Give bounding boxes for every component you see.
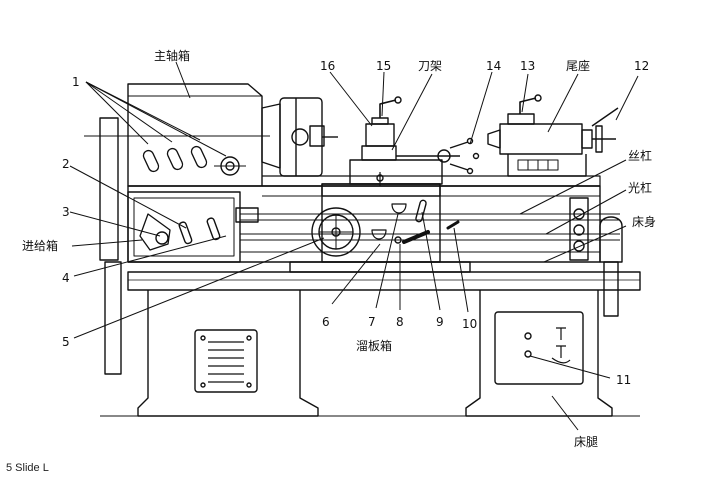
callout-11: 11	[616, 373, 631, 387]
apron	[311, 183, 460, 263]
feed-box	[127, 191, 259, 263]
callout-14: 14	[486, 59, 501, 73]
headstock	[127, 83, 263, 187]
label-apron: 溜板箱	[356, 338, 392, 353]
text-labels: 主轴箱 刀架 尾座 丝杠 光杠 床身 进给箱 溜板箱 床腿 1 2 3 4 5 …	[22, 48, 656, 449]
callout-6: 6	[322, 315, 330, 329]
callout-4: 4	[62, 271, 70, 285]
label-bed: 床身	[632, 214, 656, 229]
callout-3: 3	[62, 205, 70, 219]
callout-1: 1	[72, 75, 80, 89]
tailstock	[487, 94, 619, 177]
label-bed-leg: 床腿	[574, 435, 598, 449]
label-tool-post: 刀架	[418, 59, 442, 73]
callout-10: 10	[462, 317, 477, 331]
callout-16: 16	[320, 59, 335, 73]
footer-caption: 5 Slide L	[6, 462, 49, 474]
end-bracket	[569, 197, 623, 317]
leader-lines	[69, 61, 639, 431]
label-lead-screw: 丝杠	[628, 148, 652, 163]
callout-13: 13	[520, 59, 535, 73]
left-column	[84, 117, 270, 375]
callout-7: 7	[368, 315, 376, 329]
left-leg	[137, 290, 319, 417]
callout-2: 2	[62, 157, 70, 171]
right-leg	[465, 290, 613, 417]
label-headstock: 主轴箱	[154, 48, 190, 63]
callout-8: 8	[396, 315, 404, 329]
chuck	[261, 97, 338, 177]
carriage	[349, 96, 480, 186]
callout-5: 5	[62, 335, 70, 349]
callout-9: 9	[436, 315, 444, 329]
bed	[127, 175, 620, 263]
label-tailstock: 尾座	[566, 58, 590, 73]
label-feed-rod: 光杠	[628, 180, 652, 195]
label-feed-box: 进给箱	[22, 238, 58, 253]
callout-12: 12	[634, 59, 649, 73]
callout-15: 15	[376, 59, 391, 73]
